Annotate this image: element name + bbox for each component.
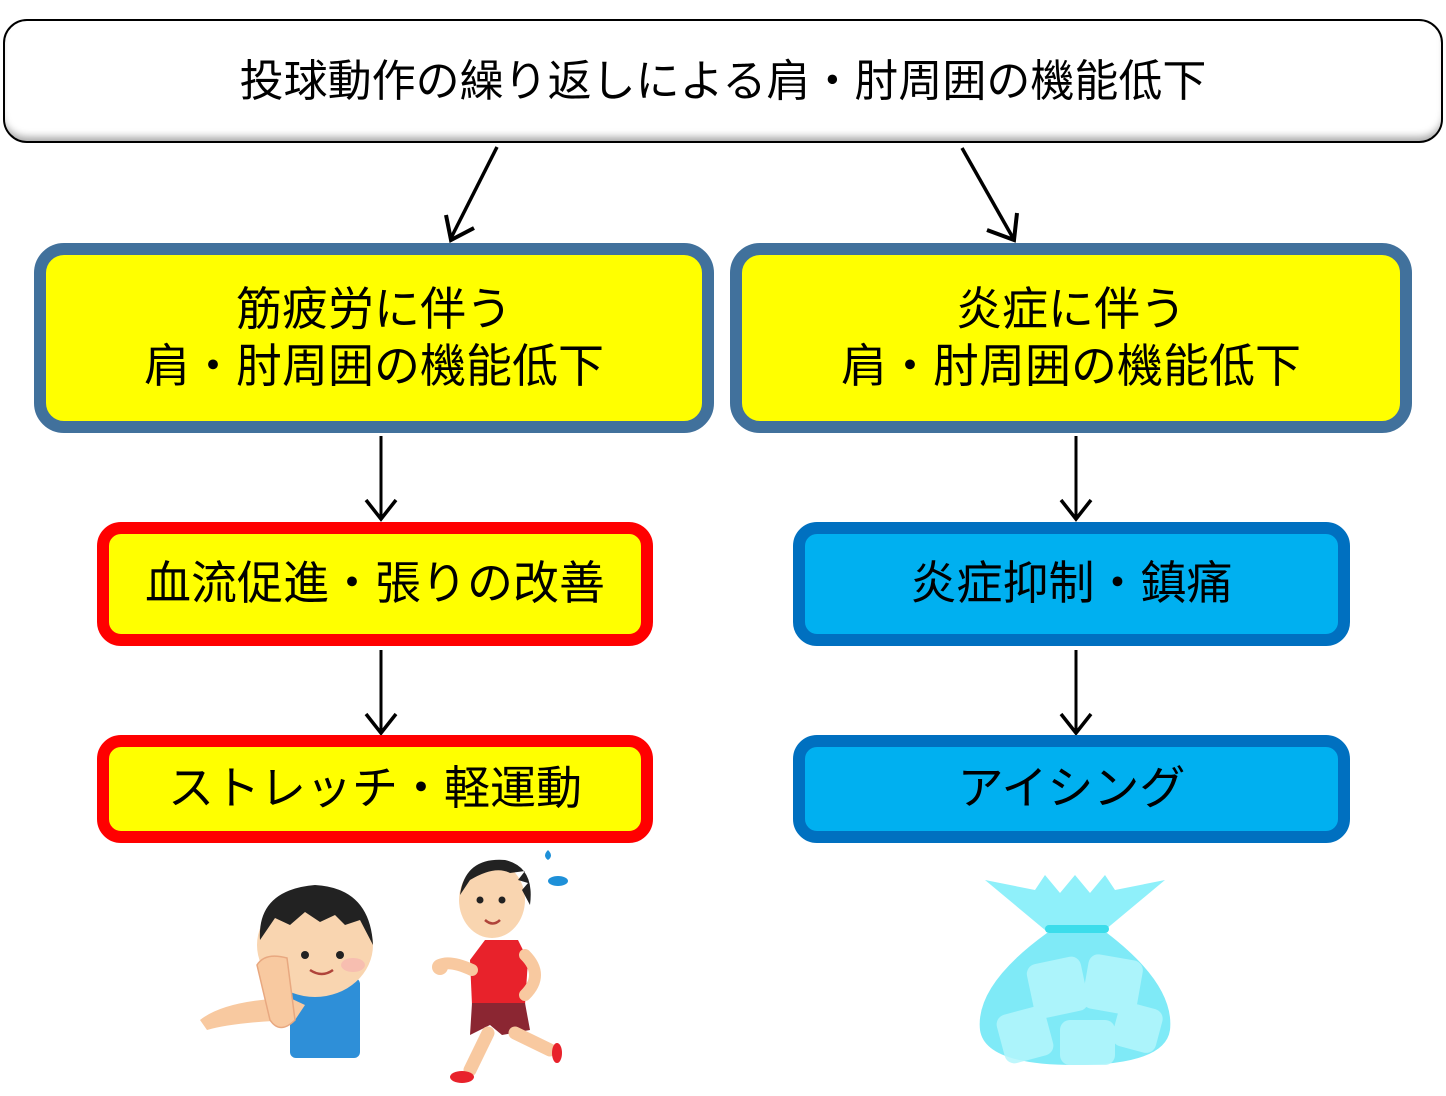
muscle-fatigue-cause-box: 筋疲労に伴う 肩・肘周囲の機能低下: [34, 243, 714, 433]
hair: [259, 885, 373, 945]
root-cause-box: 投球動作の繰り返しによる肩・肘周囲の機能低下: [3, 19, 1443, 143]
stretching-boy-illustration: [200, 885, 373, 1058]
arrow-right-cause-to-goal: [1059, 436, 1093, 522]
cause-line-2: 肩・肘周囲の機能低下: [144, 339, 604, 393]
bag-tie: [1045, 925, 1109, 933]
arrow-left-goal-to-treatment: [364, 650, 398, 736]
icing-treatment-box: アイシング: [793, 735, 1350, 843]
treatment-label: アイシング: [957, 761, 1186, 816]
ice-bag-illustration: [979, 875, 1171, 1065]
hair: [460, 859, 531, 905]
stretch-treatment-box: ストレッチ・軽運動: [97, 735, 653, 843]
arrow-top-to-left: [444, 146, 499, 244]
sweat-drop-icon: [548, 876, 568, 886]
red-tank-top: [470, 940, 528, 1005]
arrow-right-goal-to-treatment: [1059, 650, 1093, 736]
root-cause-label: 投球動作の繰り返しによる肩・肘周囲の機能低下: [239, 55, 1207, 107]
inflammation-cause-box: 炎症に伴う 肩・肘周囲の機能低下: [730, 243, 1412, 433]
bag-top: [985, 875, 1165, 930]
blood-flow-goal-box: 血流促進・張りの改善: [97, 522, 653, 646]
arrow-top-to-right: [960, 147, 1019, 243]
goal-label: 炎症抑制・鎮痛: [910, 556, 1233, 611]
cause-line-1: 炎症に伴う: [956, 281, 1186, 336]
hand: [256, 955, 296, 1029]
ice-cubes: [996, 954, 1163, 1065]
cause-line-2: 肩・肘周囲の機能低下: [841, 339, 1301, 393]
running-boy-illustration: [432, 850, 568, 1083]
goal-label: 血流促進・張りの改善: [145, 556, 605, 611]
cause-line-1: 筋疲労に伴う: [236, 281, 512, 336]
arrow-left-cause-to-goal: [364, 436, 398, 522]
anti-inflammation-goal-box: 炎症抑制・鎮痛: [793, 522, 1350, 646]
shirt: [290, 978, 360, 1058]
treatment-label: ストレッチ・軽運動: [168, 761, 582, 816]
